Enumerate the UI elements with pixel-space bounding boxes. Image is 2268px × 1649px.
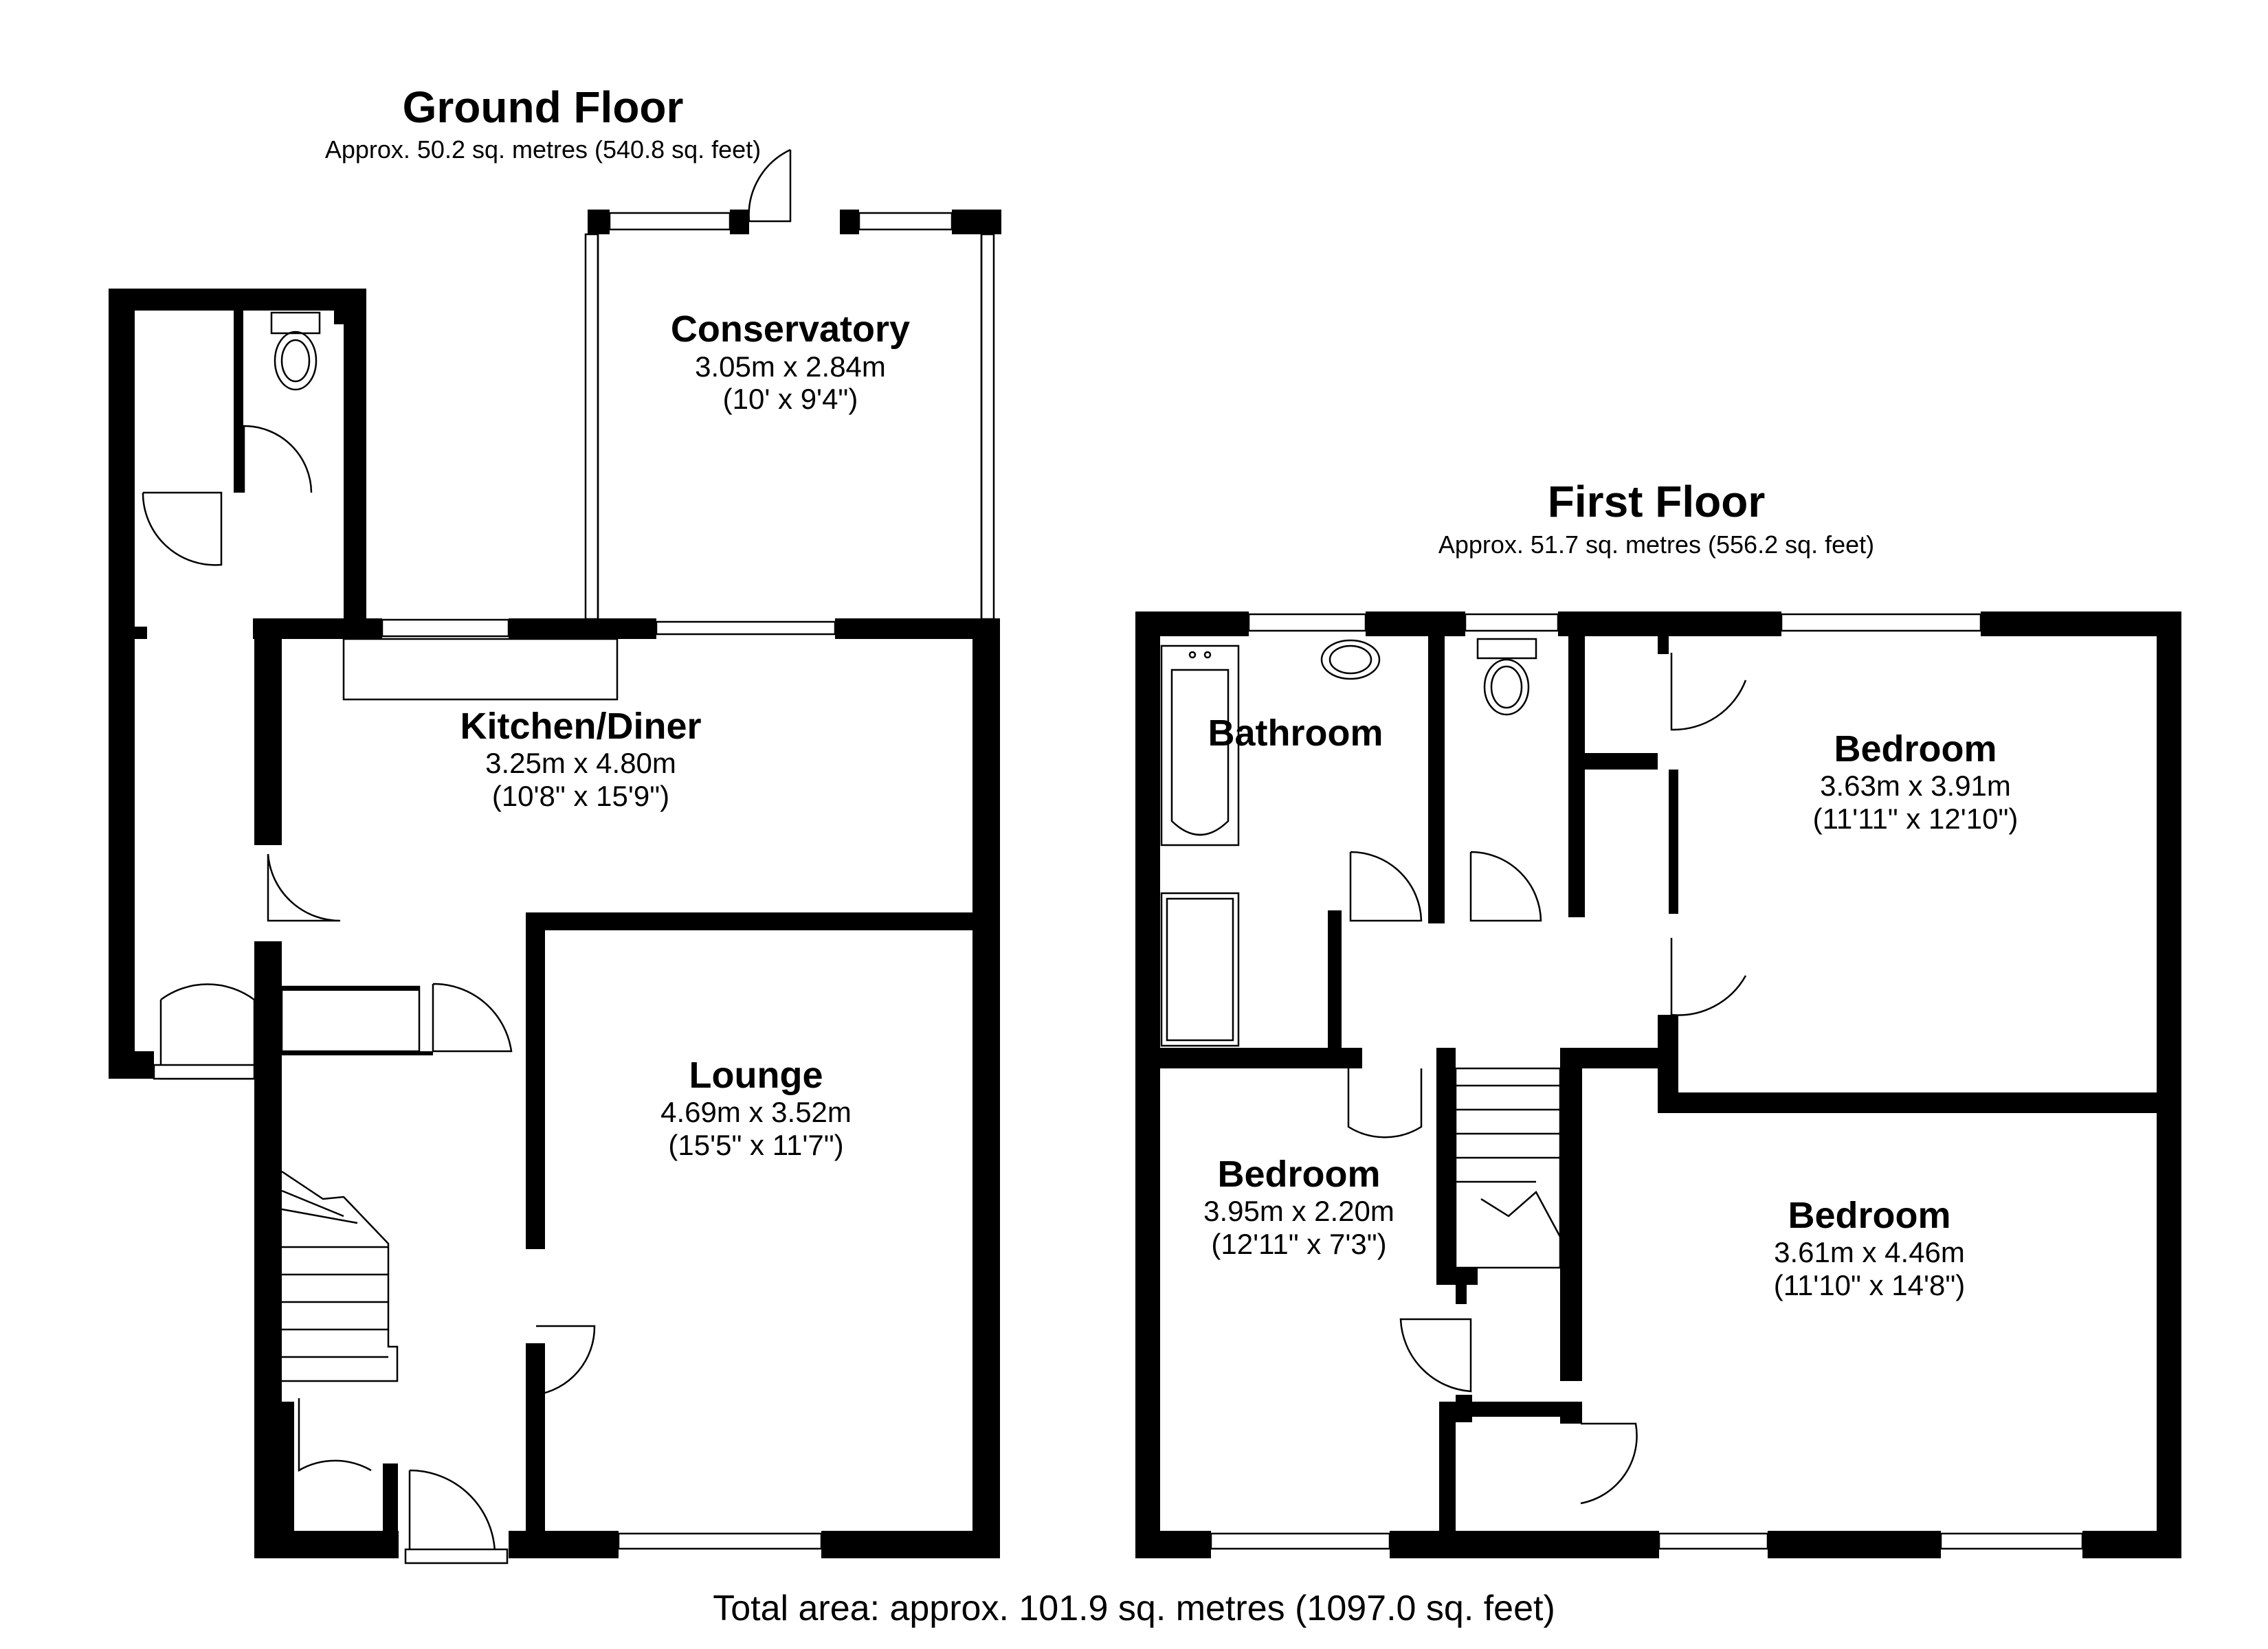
- svg-text:3.95m x 2.20m: 3.95m x 2.20m: [1203, 1195, 1394, 1227]
- svg-text:Bedroom: Bedroom: [1834, 728, 1997, 770]
- svg-text:Kitchen/Diner: Kitchen/Diner: [460, 706, 701, 747]
- ground-floor-plan: Ground Floor Approx. 50.2 sq. metres (54…: [109, 82, 1001, 1564]
- svg-text:Bedroom: Bedroom: [1788, 1195, 1950, 1236]
- svg-text:Bedroom: Bedroom: [1217, 1154, 1380, 1195]
- svg-text:(11'11" x 12'10"): (11'11" x 12'10"): [1813, 803, 2019, 835]
- svg-text:3.63m x 3.91m: 3.63m x 3.91m: [1820, 770, 2011, 802]
- ground-floor-area: Approx. 50.2 sq. metres (540.8 sq. feet): [325, 135, 761, 164]
- svg-text:(15'5" x 11'7"): (15'5" x 11'7"): [668, 1129, 843, 1161]
- room-label-bedroom-2: Bedroom 3.95m x 2.20m (12'11" x 7'3"): [1203, 1154, 1394, 1260]
- first-floor-area: Approx. 51.7 sq. metres (556.2 sq. feet): [1438, 530, 1874, 559]
- first-floor-title: First Floor: [1548, 477, 1765, 526]
- ground-floor-stairs: [281, 1170, 399, 1382]
- svg-text:(12'11" x 7'3"): (12'11" x 7'3"): [1211, 1228, 1386, 1260]
- room-label-bedroom-1: Bedroom 3.63m x 3.91m (11'11" x 12'10"): [1813, 728, 2019, 835]
- ground-floor-walls: [109, 289, 1000, 1558]
- room-label-bedroom-3: Bedroom 3.61m x 4.46m (11'10" x 14'8"): [1774, 1195, 1966, 1301]
- svg-text:Conservatory: Conservatory: [671, 309, 910, 350]
- svg-text:(10'8" x 15'9"): (10'8" x 15'9"): [492, 780, 669, 812]
- ground-floor-doors: [142, 425, 596, 1564]
- svg-text:3.61m x 4.46m: 3.61m x 4.46m: [1774, 1236, 1965, 1268]
- svg-text:3.05m x 2.84m: 3.05m x 2.84m: [695, 350, 886, 383]
- room-label-conservatory: Conservatory 3.05m x 2.84m (10' x 9'4"): [671, 309, 910, 415]
- room-label-kitchen-diner: Kitchen/Diner 3.25m x 4.80m (10'8" x 15'…: [460, 706, 701, 812]
- bathroom-fixtures-icon: [1160, 638, 1537, 1047]
- wc-toilet-icon: [270, 311, 321, 391]
- first-floor-walls: [1135, 612, 2181, 1558]
- room-label-lounge: Lounge 4.69m x 3.52m (15'5" x 11'7"): [660, 1055, 852, 1161]
- first-floor-stairs: [1454, 1067, 1561, 1269]
- svg-text:4.69m x 3.52m: 4.69m x 3.52m: [660, 1096, 852, 1128]
- total-area: Total area: approx. 101.9 sq. metres (10…: [713, 1589, 1555, 1628]
- svg-text:3.25m x 4.80m: 3.25m x 4.80m: [485, 747, 676, 779]
- conservatory-structure: [584, 148, 1001, 627]
- svg-text:(11'10" x 14'8"): (11'10" x 14'8"): [1774, 1269, 1966, 1301]
- ground-floor-title: Ground Floor: [403, 82, 684, 132]
- conservatory-door: [749, 150, 792, 223]
- first-floor-doors: [1347, 653, 1747, 1505]
- svg-text:Lounge: Lounge: [689, 1055, 823, 1096]
- room-label-bathroom: Bathroom: [1208, 713, 1383, 754]
- first-floor-plan: First Floor Approx. 51.7 sq. metres (556…: [1135, 477, 2181, 1558]
- svg-text:Bathroom: Bathroom: [1208, 713, 1383, 754]
- svg-text:(10' x 9'4"): (10' x 9'4"): [723, 383, 858, 415]
